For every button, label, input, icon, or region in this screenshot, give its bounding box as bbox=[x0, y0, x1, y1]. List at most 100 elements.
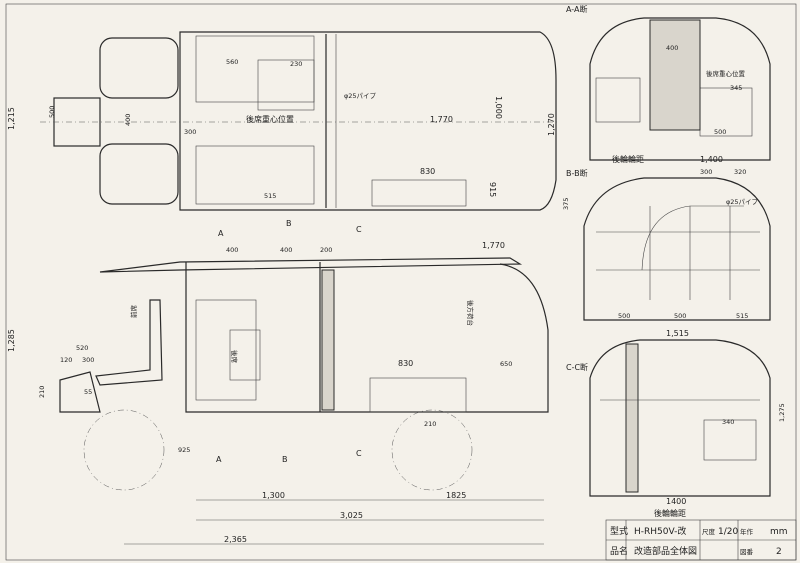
section-cc-title: C-C断 bbox=[566, 362, 588, 372]
plan-rear-seat-box-2 bbox=[195, 145, 315, 205]
side-dim-650: 650 bbox=[500, 360, 512, 368]
side-view: 1,770 400 400 200 1,285 830 650 520 120 … bbox=[7, 241, 549, 545]
plan-dim-1215: 1,215 bbox=[7, 107, 16, 130]
sheet-border bbox=[5, 3, 797, 561]
side-bulkhead-post bbox=[321, 269, 335, 411]
plan-floor-box bbox=[371, 179, 467, 207]
section-cc-tread: 後輪輪距 bbox=[654, 508, 686, 518]
section-bb-cushion-curve bbox=[641, 205, 744, 271]
title-scale: 1/20 bbox=[718, 527, 738, 537]
side-section-b: B bbox=[282, 455, 288, 464]
section-bb-dim-375: 375 bbox=[562, 198, 570, 210]
side-dim-2365: 2,365 bbox=[224, 535, 247, 544]
section-cc-outline bbox=[589, 339, 771, 497]
plan-dim-915: 915 bbox=[488, 182, 497, 197]
side-dim-1300: 1,300 bbox=[262, 491, 285, 500]
section-aa-title: A-A断 bbox=[566, 4, 587, 14]
side-dim-400b: 400 bbox=[280, 246, 292, 254]
plan-rear-seat-box bbox=[195, 35, 315, 103]
section-aa-dim-345: 345 bbox=[730, 84, 742, 92]
section-aa-dim-1400: 1,400 bbox=[700, 155, 723, 164]
title-drawing-label: 図番 bbox=[740, 548, 754, 556]
side-roof-rail bbox=[99, 257, 523, 273]
side-rear-seat-frame bbox=[195, 299, 257, 401]
title-block: 型式 品名 H-RH50V-改 尺度 1/20 年作 mm 改造部品全体図 図番… bbox=[605, 519, 797, 561]
section-bb: B-B断 300 320 φ25パイプ 500 500 515 1,515 37… bbox=[562, 168, 771, 338]
title-sheet-no: 2 bbox=[776, 547, 782, 557]
side-dim-830: 830 bbox=[398, 359, 413, 368]
section-bb-dim-1515: 1,515 bbox=[666, 329, 689, 338]
plan-body-outline bbox=[179, 31, 557, 211]
side-seat-rear: 後席 bbox=[230, 350, 239, 364]
section-aa-tread: 後輪輪距 bbox=[612, 154, 644, 164]
side-dim-210: 210 bbox=[38, 386, 46, 398]
side-dim-300: 300 bbox=[82, 356, 94, 364]
side-dim-1825: 1825 bbox=[446, 491, 466, 500]
title-kind-label: 型式 bbox=[610, 525, 628, 537]
section-cc-dim-1400: 1400 bbox=[666, 497, 686, 506]
plan-dim-1770: 1,770 bbox=[430, 115, 453, 124]
side-front-wheel bbox=[83, 409, 165, 491]
side-dim-520: 520 bbox=[76, 344, 88, 352]
title-model: H-RH50V-改 bbox=[634, 525, 686, 537]
plan-dim-515: 515 bbox=[264, 192, 276, 200]
plan-section-b: B bbox=[286, 219, 292, 228]
section-bb-dim-500a: 500 bbox=[618, 312, 630, 320]
plan-dim-400: 400 bbox=[124, 114, 132, 126]
plan-dim-560: 560 bbox=[226, 58, 238, 66]
plan-dim-phi: φ25パイプ bbox=[344, 92, 377, 100]
section-cc-box bbox=[703, 419, 757, 461]
section-aa-dim-500: 500 bbox=[714, 128, 726, 136]
section-aa-left-seat bbox=[595, 77, 641, 123]
side-dim-1770: 1,770 bbox=[482, 241, 505, 250]
side-seat-front: 前席 bbox=[129, 305, 138, 319]
section-bb-outline bbox=[583, 177, 771, 321]
side-front-block bbox=[59, 371, 101, 413]
section-bb-dim-phi: φ25パイプ bbox=[726, 198, 759, 206]
title-name-label: 品名 bbox=[610, 545, 628, 557]
section-bb-title: B-B断 bbox=[566, 168, 588, 178]
section-aa-dim-400: 400 bbox=[666, 44, 678, 52]
side-dim-55: 55 bbox=[84, 388, 92, 396]
title-drawing: 改造部品全体図 bbox=[634, 545, 697, 557]
plan-front-seat-right bbox=[99, 143, 179, 205]
title-year-label: 年作 bbox=[740, 527, 754, 536]
plan-seat-cushion bbox=[257, 59, 315, 111]
plan-front-seat-left bbox=[99, 37, 179, 99]
side-rear-note: 後方荷台 bbox=[466, 300, 475, 326]
side-dim-400a: 400 bbox=[226, 246, 238, 254]
section-aa-seat-label: 後席重心位置 bbox=[706, 69, 746, 78]
section-cc-post bbox=[625, 343, 639, 493]
plan-dim-1270: 1,270 bbox=[547, 113, 556, 136]
plan-dim-300: 300 bbox=[184, 128, 196, 136]
side-floor-box bbox=[369, 377, 467, 413]
plan-view: 後席重心位置 1,770 1,215 1,000 830 915 1,270 φ… bbox=[7, 31, 560, 238]
section-bb-dim-515: 515 bbox=[736, 312, 748, 320]
side-dim-120: 120 bbox=[60, 356, 72, 364]
title-unit: mm bbox=[770, 527, 788, 537]
section-bb-dim-500b: 500 bbox=[674, 312, 686, 320]
side-rear-wheel bbox=[391, 409, 473, 491]
section-cc: C-C断 340 1400 1,275 後輪輪距 bbox=[566, 339, 786, 518]
section-aa-center-post bbox=[649, 19, 701, 131]
side-front-seat bbox=[95, 299, 163, 386]
plan-dim-230: 230 bbox=[290, 60, 302, 68]
side-dim-1285: 1,285 bbox=[7, 329, 16, 352]
side-dim-925: 925 bbox=[178, 446, 190, 454]
section-cc-dim-1275: 1,275 bbox=[778, 403, 786, 422]
side-section-a: A bbox=[216, 455, 222, 464]
section-bb-dim-300: 300 bbox=[700, 168, 712, 176]
plan-dim-500: 500 bbox=[48, 106, 56, 118]
section-aa: A-A断 後席重心位置 345 400 500 後輪輪距 1,400 bbox=[566, 4, 771, 164]
plan-seat-label: 後席重心位置 bbox=[246, 114, 294, 124]
side-dim-210b: 210 bbox=[424, 420, 436, 428]
section-aa-outline bbox=[589, 17, 771, 161]
side-dim-200: 200 bbox=[320, 246, 332, 254]
side-dim-3025: 3,025 bbox=[340, 511, 363, 520]
side-rear-seat-back bbox=[229, 329, 261, 381]
side-section-c: C bbox=[356, 449, 362, 458]
plan-section-a: A bbox=[218, 229, 224, 238]
title-scale-label: 尺度 bbox=[702, 527, 716, 536]
plan-dim-830: 830 bbox=[420, 167, 435, 176]
